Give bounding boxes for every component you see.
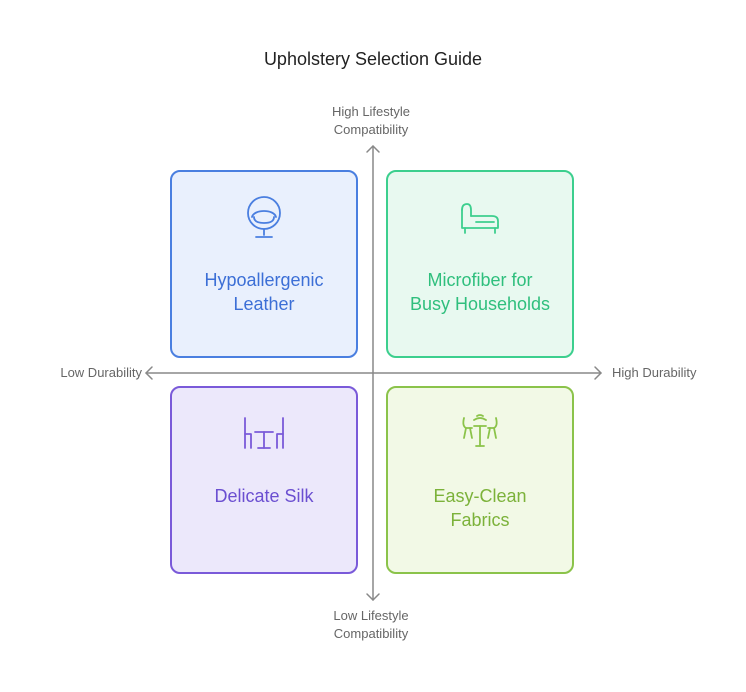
axis-label-left: Low Durability	[60, 365, 142, 380]
diagram-title: Upholstery Selection Guide	[263, 49, 483, 69]
quadrant-easy-clean-fabrics: Easy-Clean Fabrics	[386, 386, 574, 574]
label-line-1: Microfiber for	[427, 270, 533, 290]
axis-label-bottom-line-1: Low Lifestyle	[333, 608, 409, 623]
quadrant-delicate-silk: Delicate Silk	[170, 386, 358, 574]
arrow-left-icon	[145, 366, 153, 380]
quadrant-label: Microfiber for Busy Households	[395, 268, 565, 316]
label-line-2: Leather	[233, 294, 295, 314]
label-line-2: Fabrics	[450, 510, 510, 530]
chaise-sofa-icon	[461, 203, 499, 234]
label-line-2: Busy Households	[409, 294, 551, 314]
axis-label-top-line-1: High Lifestyle	[331, 104, 411, 119]
arrow-up-icon	[366, 145, 380, 153]
arrow-right-icon	[594, 366, 602, 380]
quadrant-hypoallergenic-leather: Hypoallergenic Leather	[170, 170, 358, 358]
arrow-down-icon	[366, 593, 380, 601]
table-chairs-icon	[244, 417, 284, 449]
egg-chair-icon	[247, 196, 281, 238]
quadrant-label: Hypoallergenic Leather	[179, 268, 349, 316]
label-line-1: Easy-Clean	[433, 486, 527, 506]
axis-label-right: High Durability	[612, 365, 697, 380]
axis-label-top-line-2: Compatibility	[333, 122, 409, 137]
quadrant-label: Delicate Silk	[179, 484, 349, 508]
label-line-1: Delicate Silk	[214, 486, 314, 506]
quadrant-microfiber: Microfiber for Busy Households	[386, 170, 574, 358]
quadrant-label: Easy-Clean Fabrics	[395, 484, 565, 532]
patio-set-icon	[462, 414, 498, 447]
axis-label-bottom: Low Lifestyle Compatibility	[296, 607, 446, 643]
axis-label-bottom-line-2: Compatibility	[333, 626, 409, 641]
axis-label-top: High Lifestyle Compatibility	[296, 103, 446, 139]
label-line-1: Hypoallergenic	[204, 270, 324, 290]
